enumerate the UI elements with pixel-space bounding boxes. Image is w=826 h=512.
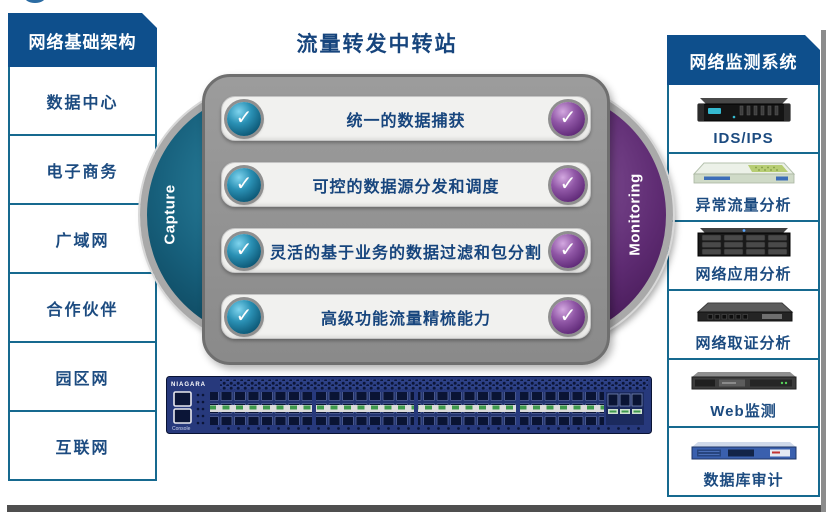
sfp-port-rows xyxy=(210,392,604,425)
right-panel-header-label: 网络监测系统 xyxy=(689,52,798,72)
left-panel-item-ecommerce: 电子商务 xyxy=(10,136,155,205)
right-panel-item-label: 数据库审计 xyxy=(703,472,784,490)
right-panel-item-label: 网络应用分析 xyxy=(695,266,792,284)
check-glyph: ✓ xyxy=(235,172,253,195)
left-panel-body: 数据中心 电子商务 广域网 合作伙伴 园区网 互联网 xyxy=(8,67,157,481)
feature-bar-1: ✓ 统一的数据捕获 ✓ xyxy=(221,96,591,141)
capture-label-wrap: Capture xyxy=(148,158,192,270)
page-title: 流量转发中转站 xyxy=(296,33,458,56)
right-panel-item-db-audit: 数据库审计 xyxy=(669,428,818,495)
monitoring-label: Monitoring xyxy=(626,172,644,256)
right-panel-item-web-monitor: Web监测 xyxy=(669,360,818,429)
check-glyph: ✓ xyxy=(235,304,253,327)
right-panel-item-anomaly-traffic: 异常流量分析 xyxy=(669,154,818,223)
top-partial-circle xyxy=(24,0,46,3)
right-panel-body: IDS/IPS 异常流量分析 xyxy=(667,85,820,497)
right-panel-item-ids-ips: IDS/IPS xyxy=(669,85,818,154)
left-panel-header-label: 网络基础架构 xyxy=(28,32,137,52)
left-panel-item-label: 数据中心 xyxy=(46,94,119,112)
right-panel-header: 网络监测系统 xyxy=(667,35,820,85)
feature-text: 灵活的基于业务的数据过滤和包分割 xyxy=(269,244,542,262)
right-panel-item-app-analysis: 网络应用分析 xyxy=(669,222,818,292)
monitoring-check-icon: ✓ xyxy=(551,299,585,334)
left-panel-item-datacenter: 数据中心 xyxy=(10,67,155,136)
slide-shadow-bottom xyxy=(7,505,826,512)
check-glyph: ✓ xyxy=(559,238,577,261)
left-panel-item-wan: 广域网 xyxy=(10,205,155,274)
right-panel: 网络监测系统 IDS/IPS xyxy=(667,35,820,497)
left-panel-item-label: 园区网 xyxy=(55,370,110,388)
slide-shadow-right xyxy=(821,30,826,512)
left-panel-item-internet: 互联网 xyxy=(10,412,155,479)
right-panel-item-label: 异常流量分析 xyxy=(695,197,792,215)
check-glyph: ✓ xyxy=(235,238,253,261)
capture-check-icon: ✓ xyxy=(227,233,261,268)
console-label: Console xyxy=(172,426,191,432)
uplink-ports xyxy=(606,392,644,425)
left-panel-item-label: 电子商务 xyxy=(46,163,119,181)
led-column xyxy=(196,393,205,425)
left-panel-header: 网络基础架构 xyxy=(8,13,157,67)
switch-brand-text: NIAGARA xyxy=(171,382,206,388)
capture-check-icon: ✓ xyxy=(227,167,261,202)
check-glyph: ✓ xyxy=(235,106,253,129)
console-ports: Console xyxy=(172,391,192,432)
monitoring-check-icon: ✓ xyxy=(551,233,585,268)
light-green-1u-appliance-image xyxy=(692,162,795,184)
right-panel-item-forensics: 网络取证分析 xyxy=(669,291,818,360)
right-panel-item-label: IDS/IPS xyxy=(713,129,774,147)
feature-text: 高级功能流量精梳能力 xyxy=(320,310,491,328)
capture-check-icon: ✓ xyxy=(227,299,261,334)
blue-1u-server-image xyxy=(691,442,796,460)
left-panel-item-label: 广域网 xyxy=(55,232,110,250)
left-panel-item-label: 互联网 xyxy=(55,439,110,457)
right-panel-item-label: Web监测 xyxy=(710,403,777,421)
silver-1u-server-image xyxy=(691,372,796,390)
right-panel-item-label: 网络取证分析 xyxy=(695,334,792,352)
monitoring-label-wrap: Monitoring xyxy=(612,150,658,278)
left-panel-item-label: 合作伙伴 xyxy=(46,301,119,319)
feature-text: 可控的数据源分发和调度 xyxy=(312,178,500,196)
feature-bar-2: ✓ 可控的数据源分发和调度 ✓ xyxy=(221,162,591,207)
feature-text: 统一的数据捕获 xyxy=(346,112,466,130)
black-storage-array-image xyxy=(697,228,790,257)
check-glyph: ✓ xyxy=(559,172,577,195)
features-box: ✓ 统一的数据捕获 ✓ ✓ 可控的数据源分发和调度 ✓ ✓ 灵活的基于业务的数据… xyxy=(202,74,610,365)
check-glyph: ✓ xyxy=(559,106,577,129)
network-switch-image: NIAGARA Console xyxy=(166,376,652,434)
black-2u-appliance-image xyxy=(697,97,790,122)
feature-bar-4: ✓ 高级功能流量精梳能力 ✓ xyxy=(221,294,591,339)
left-panel-item-campus: 园区网 xyxy=(10,343,155,412)
feature-bar-3: ✓ 灵活的基于业务的数据过滤和包分割 ✓ xyxy=(221,228,591,273)
capture-check-icon: ✓ xyxy=(227,101,261,136)
dark-slim-appliance-image xyxy=(696,302,793,322)
monitoring-check-icon: ✓ xyxy=(551,101,585,136)
left-panel-item-partners: 合作伙伴 xyxy=(10,274,155,343)
left-panel: 网络基础架构 数据中心 电子商务 广域网 合作伙伴 园区网 互联网 xyxy=(8,13,157,481)
check-glyph: ✓ xyxy=(559,304,577,327)
capture-label: Capture xyxy=(161,183,179,245)
monitoring-check-icon: ✓ xyxy=(551,167,585,202)
bottom-screw-dots xyxy=(210,426,644,431)
